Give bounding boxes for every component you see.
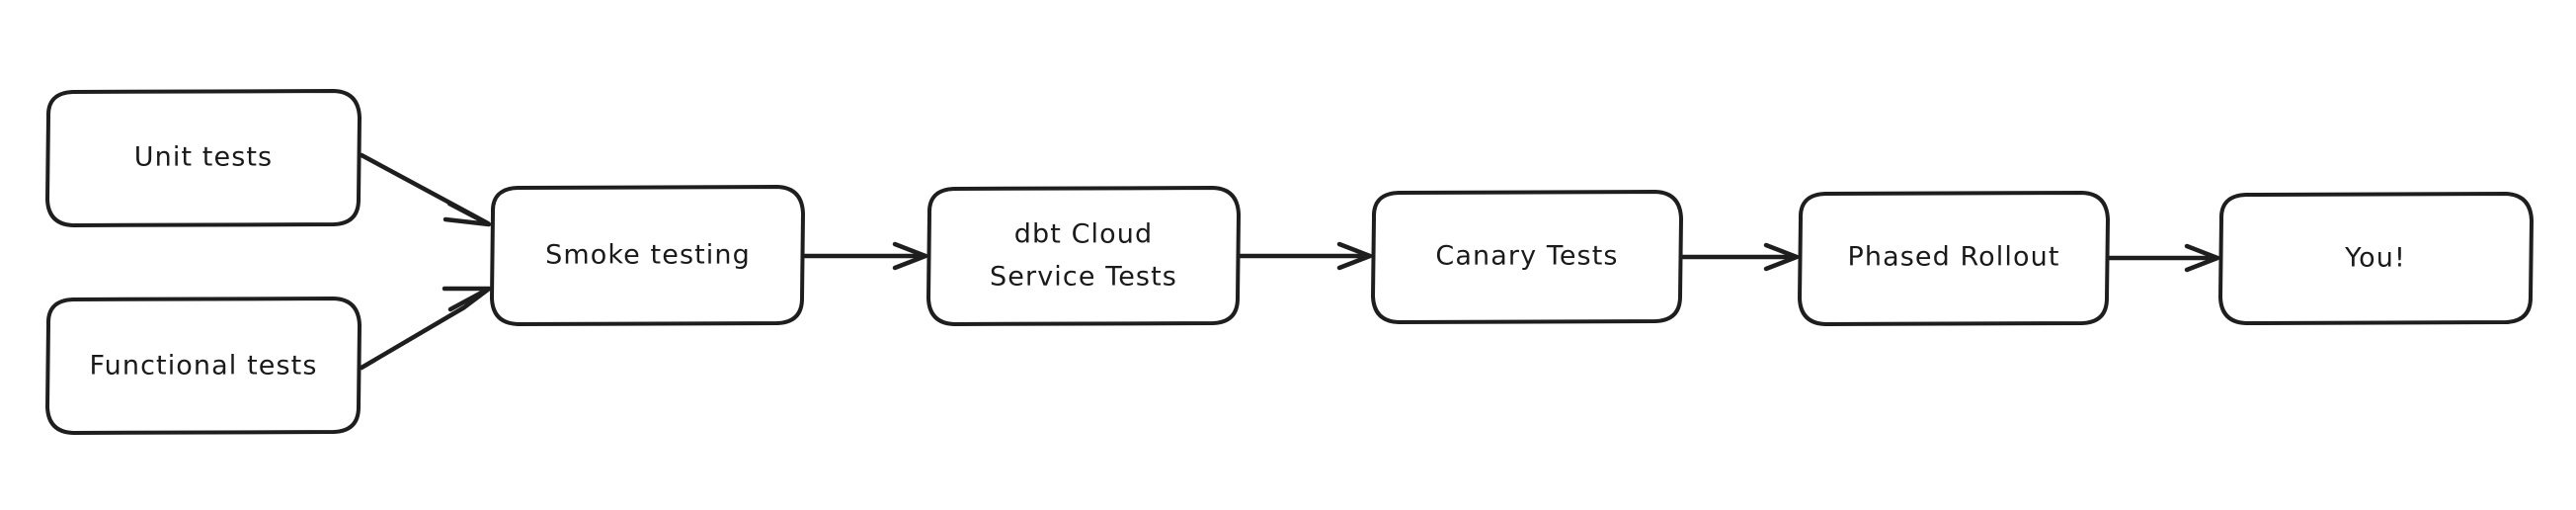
edge-canary-to-phased bbox=[1679, 242, 1800, 272]
edge-phased-to-you bbox=[2106, 243, 2220, 273]
edge-functional-to-smoke bbox=[359, 286, 492, 371]
node-smoke-testing-shape bbox=[490, 185, 805, 326]
node-phased-rollout-label: Phased Rollout bbox=[1847, 242, 2059, 273]
node-smoke-testing[interactable]: Smoke testing bbox=[490, 185, 805, 326]
node-you-label: You! bbox=[2344, 243, 2406, 274]
node-functional-tests[interactable]: Functional tests bbox=[45, 297, 362, 435]
edge-layer bbox=[359, 152, 2220, 371]
edge-canary-to-phased-arrowhead bbox=[1763, 242, 1800, 272]
edge-unit-to-smoke bbox=[359, 152, 492, 227]
edge-smoke-to-dbt-arrowhead bbox=[892, 241, 928, 271]
node-dbt-cloud-service-tests-shape bbox=[926, 186, 1241, 326]
node-dbt-cloud-service-tests-label-line2: Service Tests bbox=[990, 262, 1177, 293]
node-smoke-testing-label: Smoke testing bbox=[545, 240, 751, 271]
node-functional-tests-shape bbox=[45, 297, 362, 435]
node-unit-tests-label: Unit tests bbox=[134, 142, 273, 173]
node-functional-tests-label: Functional tests bbox=[90, 351, 318, 382]
node-canary-tests-shape bbox=[1371, 190, 1683, 324]
node-phased-rollout-shape bbox=[1798, 191, 2110, 326]
node-you[interactable]: You! bbox=[2218, 192, 2534, 325]
edge-dbt-to-canary bbox=[1237, 241, 1373, 271]
node-unit-tests-shape bbox=[45, 89, 362, 227]
edge-dbt-to-canary-arrowhead bbox=[1336, 241, 1373, 271]
node-layer: Unit tests Functional tests Smoke testin… bbox=[45, 89, 2534, 435]
node-phased-rollout[interactable]: Phased Rollout bbox=[1798, 191, 2110, 326]
edge-smoke-to-dbt bbox=[802, 241, 928, 271]
node-dbt-cloud-service-tests-label-line1: dbt Cloud bbox=[1014, 219, 1153, 250]
edge-phased-to-you-arrowhead bbox=[2184, 243, 2220, 273]
node-canary-tests[interactable]: Canary Tests bbox=[1371, 190, 1683, 324]
edge-unit-to-smoke-arrowhead bbox=[443, 201, 492, 227]
node-canary-tests-label: Canary Tests bbox=[1435, 241, 1618, 272]
edge-functional-to-smoke-arrowhead bbox=[442, 286, 492, 312]
node-dbt-cloud-service-tests[interactable]: dbt Cloud Service Tests bbox=[926, 186, 1241, 326]
node-unit-tests[interactable]: Unit tests bbox=[45, 89, 362, 227]
node-you-shape bbox=[2218, 192, 2534, 325]
